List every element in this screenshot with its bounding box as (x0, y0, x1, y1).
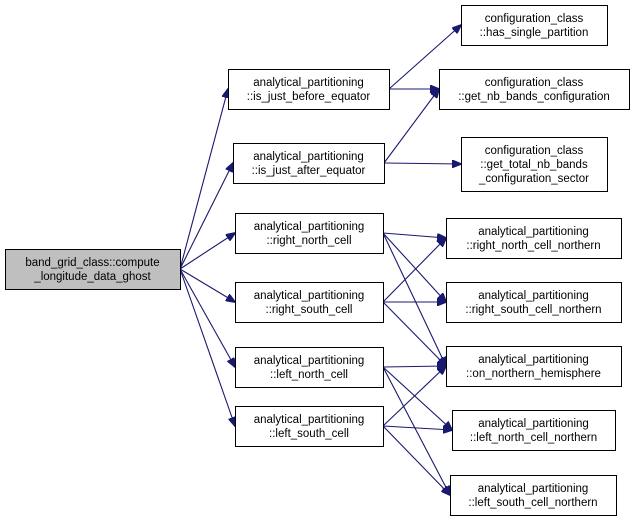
node-box (450, 475, 617, 516)
node-gtnb[interactable]: configuration_class::get_total_nb_bands_… (461, 137, 608, 192)
node-label-line: configuration_class (485, 145, 584, 157)
node-label-line: analytical_partitioning (254, 355, 365, 367)
edge-ijae-to-gnb (383, 89, 439, 164)
node-box (235, 406, 384, 447)
node-lsc[interactable]: analytical_partitioning::left_south_cell (235, 406, 384, 447)
node-label-line: ::right_south_cell_northern (465, 304, 601, 316)
node-label-line: ::get_nb_bands_configuration (458, 91, 610, 103)
edge-ijae-to-gtnb (383, 163, 461, 164)
node-rncn[interactable]: analytical_partitioning::right_north_cel… (446, 218, 622, 259)
node-label-line: ::left_north_cell (270, 369, 348, 381)
node-box (446, 282, 622, 323)
node-ijbe[interactable]: analytical_partitioning::is_just_before_… (228, 69, 390, 110)
node-rscn[interactable]: analytical_partitioning::right_south_cel… (446, 282, 622, 323)
node-label-line: ::right_north_cell (266, 235, 351, 247)
node-label-line: analytical_partitioning (254, 221, 365, 233)
node-rnc[interactable]: analytical_partitioning::right_north_cel… (235, 213, 384, 254)
edge-lnc-to-onh (382, 366, 446, 367)
node-label-line: _configuration_sector (478, 173, 589, 185)
node-label-line: _longitude_data_ghost (33, 271, 151, 283)
edge-lnc-to-lncn (382, 366, 452, 430)
node-box (446, 218, 622, 259)
edge-rnc-to-rscn (382, 232, 446, 302)
edge-root-to-lsc (179, 268, 235, 426)
node-box (235, 347, 384, 388)
nodes: band_grid_class::compute_longitude_data_… (5, 5, 630, 516)
node-label-line: band_grid_class::compute (25, 257, 159, 269)
node-lncn[interactable]: analytical_partitioning::left_north_cell… (452, 410, 616, 451)
edge-rnc-to-onh (382, 232, 446, 366)
edge-lsc-to-lscn (382, 425, 450, 495)
node-label-line: ::has_single_partition (480, 27, 589, 39)
node-box (439, 69, 630, 110)
node-label-line: configuration_class (485, 13, 584, 25)
node-label-line: ::on_northern_hemisphere (466, 368, 601, 380)
node-lscn[interactable]: analytical_partitioning::left_south_cell… (450, 475, 617, 516)
edge-root-to-rsc (179, 268, 235, 302)
node-box (446, 346, 622, 387)
node-gnb[interactable]: configuration_class::get_nb_bands_config… (439, 69, 630, 110)
node-rsc[interactable]: analytical_partitioning::right_south_cel… (235, 282, 384, 323)
node-box (235, 213, 384, 254)
edge-lsc-to-onh (382, 366, 446, 427)
node-label-line: ::left_south_cell_northern (468, 497, 597, 509)
node-label-line: analytical_partitioning (478, 354, 589, 366)
edge-rsc-to-onh (382, 301, 446, 366)
node-box (452, 410, 616, 451)
edge-ijbe-to-hsp (388, 25, 461, 90)
node-label-line: analytical_partitioning (478, 418, 589, 430)
node-label-line: ::right_north_cell_northern (466, 240, 600, 252)
node-box (461, 137, 608, 192)
edge-root-to-rnc (179, 233, 235, 270)
node-label-line: analytical_partitioning (478, 226, 589, 238)
edge-lnc-to-lscn (382, 366, 450, 495)
node-label-line: ::left_north_cell_northern (470, 432, 597, 444)
edge-rsc-to-rncn (382, 238, 446, 303)
node-label-line: analytical_partitioning (254, 414, 365, 426)
edges (179, 25, 461, 495)
node-label-line: analytical_partitioning (253, 151, 364, 163)
node-label-line: analytical_partitioning (254, 290, 365, 302)
edge-root-to-ijbe (179, 89, 228, 270)
edge-root-to-ijae (179, 163, 233, 270)
node-label-line: ::is_just_after_equator (252, 165, 366, 177)
node-box (235, 282, 384, 323)
node-label-line: ::right_south_cell (266, 304, 353, 316)
node-label-line: ::get_total_nb_bands (480, 159, 588, 171)
node-label-line: ::left_south_cell (269, 428, 349, 440)
node-box (5, 249, 181, 290)
node-root[interactable]: band_grid_class::compute_longitude_data_… (5, 249, 181, 290)
node-label-line: configuration_class (485, 77, 584, 89)
node-hsp[interactable]: configuration_class::has_single_partitio… (461, 5, 608, 46)
node-box (228, 69, 390, 110)
node-label-line: analytical_partitioning (478, 290, 589, 302)
edge-lsc-to-lncn (382, 425, 452, 430)
node-ijae[interactable]: analytical_partitioning::is_just_after_e… (233, 143, 385, 184)
node-label-line: ::is_just_before_equator (247, 91, 371, 103)
edge-rnc-to-rncn (382, 232, 446, 238)
node-label-line: analytical_partitioning (478, 483, 589, 495)
node-onh[interactable]: analytical_partitioning::on_northern_hem… (446, 346, 622, 387)
node-box (233, 143, 385, 184)
node-label-line: analytical_partitioning (253, 77, 364, 89)
edge-root-to-lnc (179, 268, 235, 367)
node-box (461, 5, 608, 46)
node-lnc[interactable]: analytical_partitioning::left_north_cell (235, 347, 384, 388)
